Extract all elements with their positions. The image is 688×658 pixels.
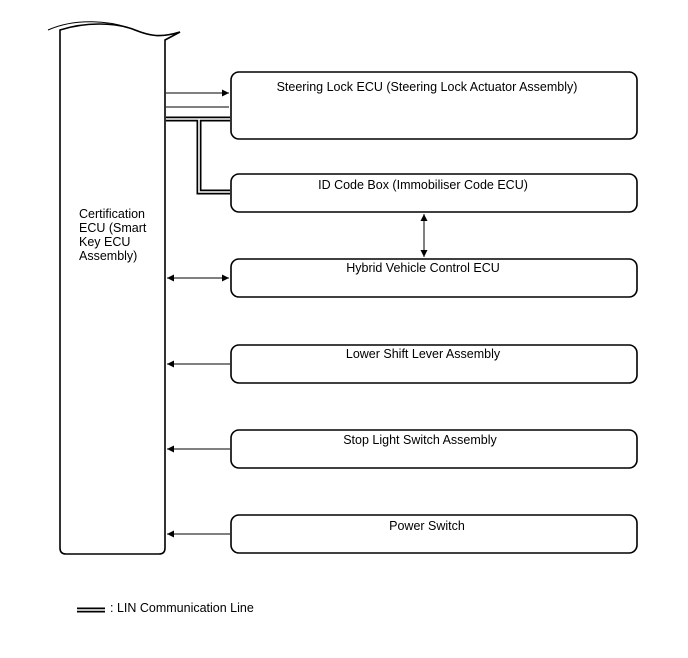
lower-shift-lever-assembly-label: Lower Shift Lever Assembly [346, 347, 501, 361]
certification-ecu-line-4: Assembly) [79, 249, 137, 263]
certification-ecu-line-2: ECU (Smart [79, 221, 147, 235]
legend-label: : LIN Communication Line [110, 601, 254, 615]
lower-shift-lever-assembly-box [230, 344, 638, 384]
stop-light-switch-assembly-box [230, 429, 638, 469]
certification-ecu-line-1: Certification [79, 207, 145, 221]
break-line [47, 21, 181, 37]
certification-ecu-label: Certification ECU (Smart Key ECU Assembl… [79, 207, 150, 263]
stop-light-switch-assembly-label: Stop Light Switch Assembly [343, 433, 497, 447]
certification-ecu-line-3: Key ECU [79, 235, 130, 249]
power-switch-box [230, 514, 638, 554]
id-code-box-label: ID Code Box (Immobiliser Code ECU) [318, 178, 528, 192]
hybrid-vehicle-control-ecu-label: Hybrid Vehicle Control ECU [346, 261, 500, 275]
certification-ecu-block [59, 23, 181, 555]
id-code-box-box [230, 173, 638, 213]
steering-lock-ecu-box [230, 71, 638, 140]
lin-communication-lines [166, 116, 230, 195]
legend: : LIN Communication Line [77, 601, 254, 615]
steering-lock-ecu-label: Steering Lock ECU (Steering Lock Actuato… [277, 80, 578, 94]
power-switch-label: Power Switch [389, 519, 465, 533]
hybrid-vehicle-control-ecu-box [230, 258, 638, 298]
